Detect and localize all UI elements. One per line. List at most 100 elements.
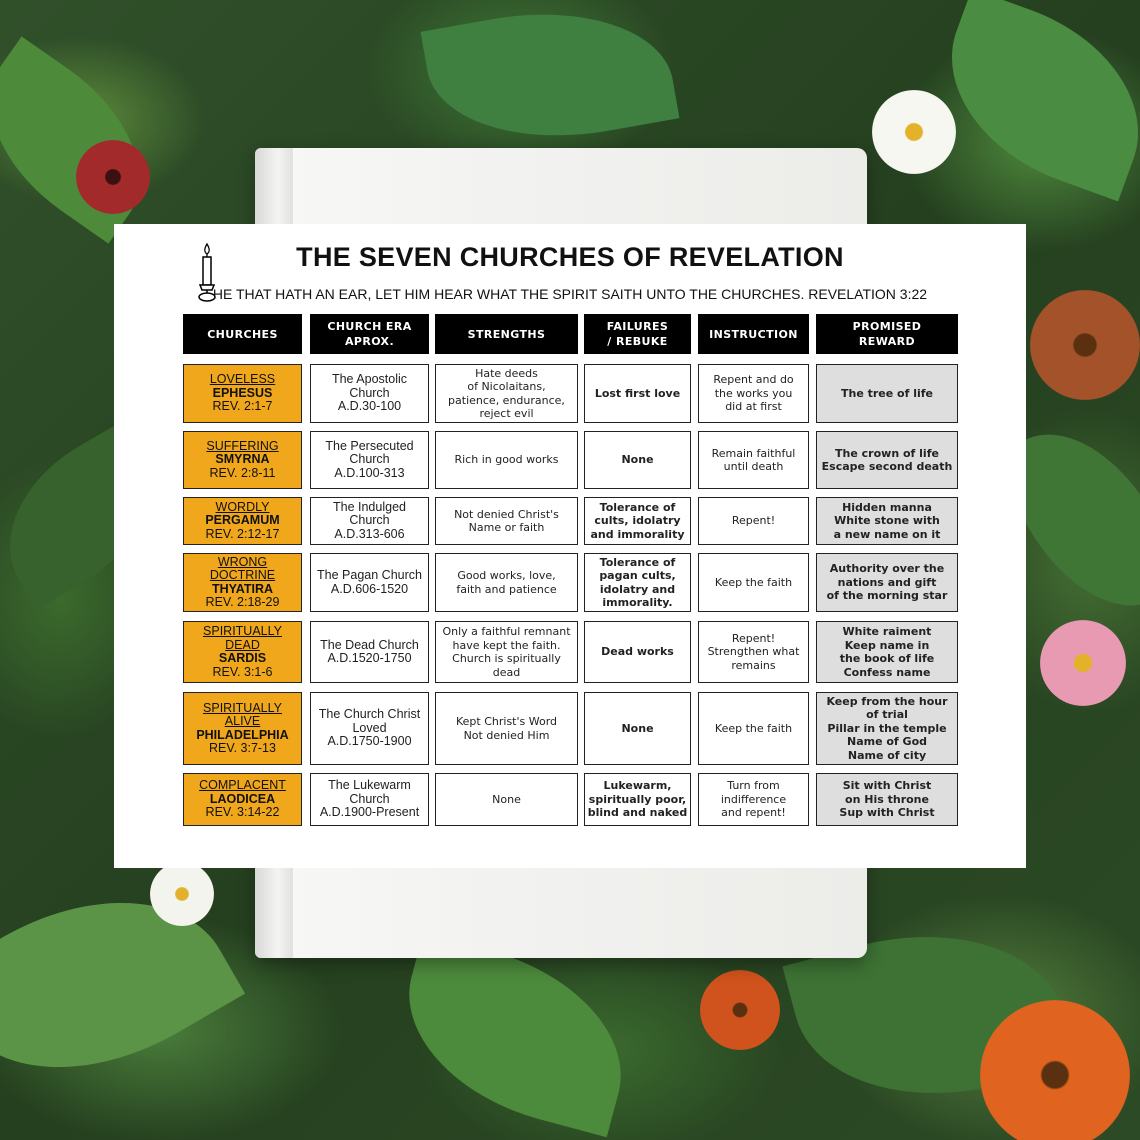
scripture-reference: REV. 3:14-22 — [205, 805, 280, 820]
failures-line: idolatry and — [599, 582, 676, 596]
failures-line: Tolerance of — [599, 555, 676, 569]
church-name: EPHESUS — [212, 385, 273, 400]
failures-line: Lost first love — [594, 386, 681, 400]
strengths-line: Good works, love, — [457, 569, 556, 582]
header-church-era: CHURCH ERA APROX. — [310, 314, 429, 354]
church-nickname: SPIRITUALLY — [203, 700, 282, 715]
orange-flower — [700, 970, 780, 1050]
church-name: THYATIRA — [211, 581, 274, 596]
reward-line: White raiment — [842, 625, 932, 638]
failures-cell: Lukewarm,spiritually poor,blind and nake… — [584, 773, 691, 826]
leaf-decoration — [0, 36, 178, 244]
reward-line: Authority over the — [829, 562, 945, 576]
header-label: INSTRUCTION — [709, 327, 798, 341]
header-label: CHURCH ERA — [327, 320, 412, 333]
strengths-line: have kept the faith. — [452, 638, 561, 652]
reward-line: Keep from the hour — [826, 694, 948, 708]
scripture-reference: REV. 3:7-13 — [209, 741, 276, 755]
page-subtitle: HE THAT HATH AN EAR, LET HIM HEAR WHAT T… — [212, 286, 928, 302]
header-label: APROX. — [344, 335, 395, 348]
church-name: LAODICEA — [209, 791, 276, 806]
header-label: / REBUKE — [607, 335, 668, 348]
church-name: PERGAMUM — [205, 513, 280, 528]
scripture-reference: REV. 3:1-6 — [212, 664, 273, 679]
reward-line: Pillar in the temple — [827, 721, 947, 735]
church-name: SMYRNA — [215, 452, 270, 467]
church-name: SARDIS — [218, 651, 267, 665]
failures-cell: Lost first love — [584, 364, 691, 423]
reward-line: of trial — [866, 708, 908, 722]
instruction-cell: Keep the faith — [698, 692, 809, 765]
strengths-line: Not denied Christ's — [454, 507, 559, 521]
instruction-line: Remain faithful — [711, 446, 796, 460]
strengths-line: Kept Christ's Word — [455, 715, 558, 728]
failures-line: spiritually poor, — [588, 792, 687, 806]
strengths-line: patience, endurance, — [448, 393, 565, 407]
pink-flower — [1040, 620, 1126, 706]
white-flower — [150, 862, 214, 926]
era-line: A.D.100-313 — [334, 465, 405, 480]
failures-line: Dead works — [601, 645, 674, 659]
instruction-line: did at first — [725, 400, 782, 414]
church-nickname: DOCTRINE — [209, 568, 276, 582]
header-instruction: INSTRUCTION — [698, 314, 809, 354]
era-line: A.D.1900-Present — [319, 805, 420, 820]
instruction-line: Repent and do — [713, 373, 794, 387]
failures-cell: None — [584, 431, 691, 489]
instruction-line: Turn from — [727, 779, 780, 793]
white-flower — [872, 90, 956, 174]
era-line: Church — [349, 513, 390, 528]
failures-line: blind and naked — [587, 806, 688, 820]
failures-line: pagan cults, — [599, 569, 676, 582]
reward-line: Sup with Christ — [839, 806, 935, 820]
page-title: THE SEVEN CHURCHES OF REVELATION — [296, 242, 844, 272]
instruction-line: Keep the faith — [714, 721, 793, 735]
era-line: Church — [349, 452, 390, 467]
strengths-cell: Rich in good works — [435, 431, 578, 489]
instruction-line: Keep the faith — [714, 575, 793, 589]
instruction-line: indifference — [720, 792, 787, 806]
scripture-reference: REV. 2:18-29 — [205, 595, 280, 609]
instruction-line: until death — [723, 460, 784, 473]
reward-line: on His throne — [845, 792, 929, 806]
era-line: A.D.30-100 — [337, 399, 402, 414]
strengths-line: Name or faith — [468, 521, 545, 534]
failures-cell: Dead works — [584, 621, 691, 683]
church-nickname: WORDLY — [215, 499, 270, 514]
header-label: FAILURES — [606, 320, 669, 333]
instruction-cell: Keep the faith — [698, 553, 809, 612]
candle-icon — [198, 242, 216, 302]
era-line: The Pagan Church — [317, 568, 422, 582]
church-nickname: LOVELESS — [209, 372, 276, 387]
reward-line: Escape second death — [821, 460, 953, 473]
era-line: The Church Christ — [318, 707, 421, 722]
era-line: A.D.1520-1750 — [327, 651, 412, 665]
era-line: Loved — [352, 720, 387, 735]
instruction-line: remains — [731, 658, 776, 672]
strengths-line: Rich in good works — [454, 453, 559, 467]
church-nickname: SPIRITUALLY — [203, 624, 282, 638]
reward-line: Sit with Christ — [842, 779, 932, 793]
era-line: The Persecuted — [325, 438, 414, 453]
failures-line: cults, idolatry — [594, 514, 681, 528]
instruction-line: Strengthen what — [707, 645, 800, 659]
failures-line: Lukewarm, — [603, 779, 672, 793]
